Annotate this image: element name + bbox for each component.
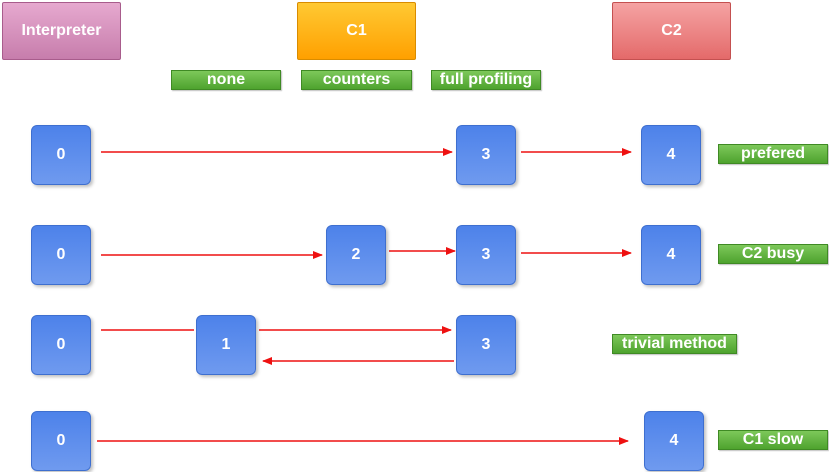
level-node-row4-4: 4 bbox=[644, 411, 704, 471]
scenario-label-c2-busy: C2 busy bbox=[718, 244, 828, 264]
level-node-row2-2: 2 bbox=[326, 225, 386, 285]
level-node-row2-4: 4 bbox=[641, 225, 701, 285]
level-node-row2-3: 3 bbox=[456, 225, 516, 285]
header-c1: C1 bbox=[297, 2, 416, 60]
header-interpreter: Interpreter bbox=[2, 2, 121, 60]
level-node-row3-3: 3 bbox=[456, 315, 516, 375]
level-node-row1-3: 3 bbox=[456, 125, 516, 185]
level-node-row1-4: 4 bbox=[641, 125, 701, 185]
scenario-label-c1-slow: C1 slow bbox=[718, 430, 828, 450]
tag-counters: counters bbox=[301, 70, 412, 90]
level-node-row4-0: 0 bbox=[31, 411, 91, 471]
tag-none: none bbox=[171, 70, 281, 90]
level-node-row2-0: 0 bbox=[31, 225, 91, 285]
header-c2: C2 bbox=[612, 2, 731, 60]
level-node-row1-0: 0 bbox=[31, 125, 91, 185]
scenario-label-prefered: prefered bbox=[718, 144, 828, 164]
scenario-label-trivial-method: trivial method bbox=[612, 334, 737, 354]
tag-full-profiling: full profiling bbox=[431, 70, 541, 90]
level-node-row3-1: 1 bbox=[196, 315, 256, 375]
level-node-row3-0: 0 bbox=[31, 315, 91, 375]
